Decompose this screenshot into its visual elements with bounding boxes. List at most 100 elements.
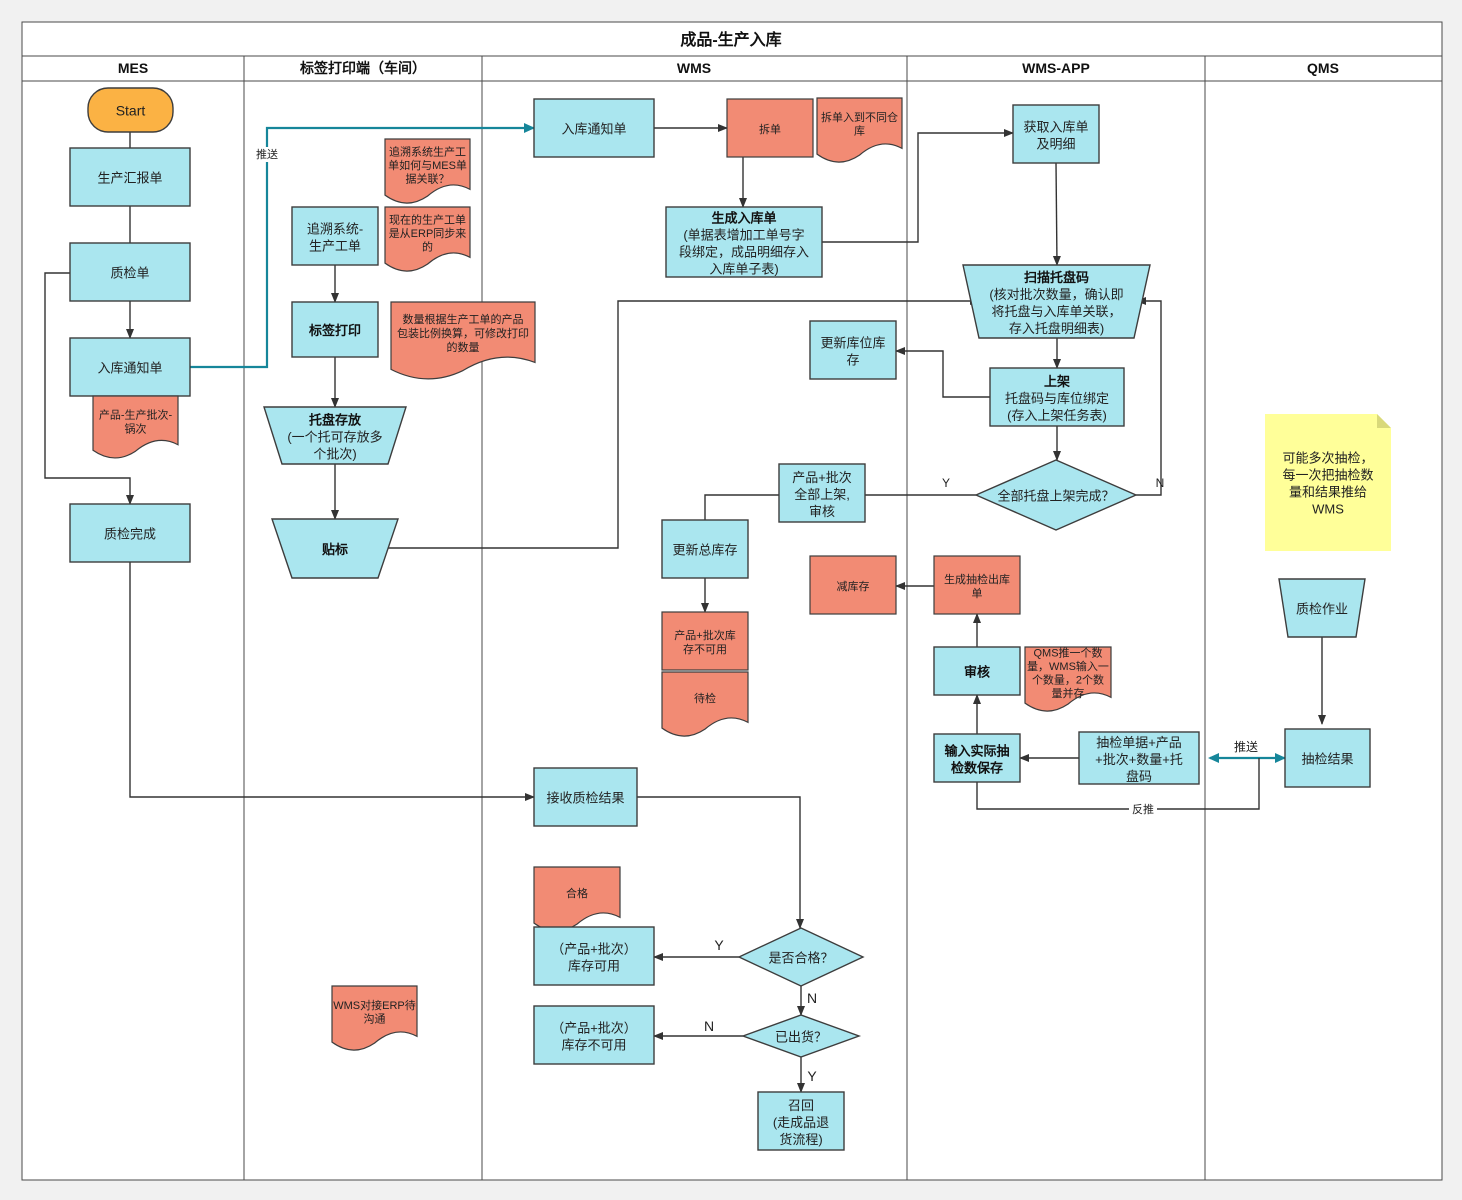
lane-header-wms-app: WMS-APP bbox=[1022, 60, 1090, 76]
shipped bbox=[740, 1014, 862, 1058]
gen-sample-out bbox=[933, 555, 1021, 615]
pool-background bbox=[22, 22, 1442, 1180]
note-split-label: 拆单入到不同仓库 bbox=[821, 110, 898, 138]
scan-pallet-label: 扫描托盘码(核对批次数量，确认即将托盘与入库单关联，存入托盘明细表) bbox=[989, 270, 1123, 336]
connector bbox=[44, 272, 134, 505]
pool-frame bbox=[21, 21, 1443, 1181]
all-shelved-label: 全部托盘上架完成？ bbox=[997, 489, 1114, 504]
note-pending-label: 待检 bbox=[694, 691, 716, 705]
mes-inbound-notice-label: 入库通知单 bbox=[97, 361, 162, 376]
trace-wo-label: 追溯系统-生产工单 bbox=[307, 221, 363, 253]
connector bbox=[129, 562, 535, 801]
note-qms-push-label: QMS推一个数量，WMS输入一个数量，2个数量并存 bbox=[1027, 646, 1109, 701]
diagram-title: 成品-生产入库 bbox=[680, 30, 781, 49]
edge-label-push-2: 推送 bbox=[1234, 739, 1258, 754]
input-sample-label: 输入实际抽检数保存 bbox=[944, 743, 1009, 775]
qc-order bbox=[69, 242, 191, 302]
note-trace-mes bbox=[384, 138, 471, 204]
connector bbox=[704, 494, 779, 520]
note-erp-sync bbox=[384, 206, 471, 272]
labeling-label: 贴标 bbox=[322, 542, 348, 557]
lane-header-label-print: 标签打印端（车间） bbox=[299, 60, 426, 76]
split bbox=[726, 98, 814, 158]
edge-label-n-shelved: N bbox=[1156, 476, 1165, 490]
connector bbox=[1136, 297, 1162, 496]
lane-header-mes: MES bbox=[118, 60, 148, 76]
recall bbox=[757, 1091, 845, 1151]
gen-sample-out-label: 生成抽检出库单 bbox=[944, 572, 1010, 600]
qc-done-label: 质检完成 bbox=[104, 527, 156, 542]
scan-pallet bbox=[962, 264, 1151, 339]
connector bbox=[895, 347, 990, 398]
wms-inbound-notice-label: 入库通知单 bbox=[561, 122, 626, 137]
note-qms-push bbox=[1024, 646, 1112, 712]
mes-note-batch-label: 产品-生产批次-锅次 bbox=[99, 407, 173, 435]
gen-inbound-label: 生成入库单(单据表增加工单号字段绑定，成品明细存入入库单子表) bbox=[679, 210, 809, 276]
receive-qc-label: 接收质检结果 bbox=[546, 791, 624, 806]
stock-unavailable-label: （产品+批次）库存不可用 bbox=[551, 1020, 637, 1052]
shelve bbox=[989, 367, 1125, 427]
prod-report bbox=[69, 147, 191, 207]
split-label: 拆单 bbox=[759, 122, 781, 136]
connector bbox=[976, 758, 1260, 810]
is-qualified-label: 是否合格？ bbox=[768, 951, 833, 966]
edge-label-y-shipped: Y bbox=[807, 1068, 817, 1084]
is-qualified bbox=[737, 927, 865, 987]
audit-label: 审核 bbox=[964, 665, 990, 680]
update-loc-stock-label: 更新库位库存 bbox=[820, 335, 885, 367]
sample-result bbox=[1284, 728, 1371, 788]
edge-label-feedback: 反推 bbox=[1132, 802, 1154, 816]
receive-qc bbox=[533, 767, 638, 827]
edge-label-y-shelved: Y bbox=[942, 476, 950, 490]
edge-label-bg bbox=[1129, 802, 1157, 817]
note-qty-convert-label: 数量根据生产工单的产品包装比例换算，可修改打印的数量 bbox=[397, 312, 529, 354]
edge-label-n-qualified: N bbox=[807, 990, 817, 1006]
connector bbox=[637, 796, 804, 929]
sticky-fold bbox=[1377, 414, 1391, 428]
note-erp-sync-label: 现在的生产工单是从ERP同步来的 bbox=[389, 212, 467, 253]
wms-inbound-notice bbox=[533, 98, 655, 158]
prod-batch-shelved bbox=[778, 463, 866, 523]
start-label: Start bbox=[116, 103, 146, 119]
note-pending bbox=[661, 671, 749, 737]
prod-report-label: 生产汇报单 bbox=[97, 171, 162, 186]
qc-order-label: 质检单 bbox=[110, 266, 149, 281]
trace-wo bbox=[291, 206, 379, 266]
update-total-stock-label: 更新总库存 bbox=[672, 543, 737, 558]
note-split bbox=[816, 97, 903, 163]
gen-inbound bbox=[665, 206, 823, 278]
note-qty-convert bbox=[390, 301, 536, 380]
lane-header-qms: QMS bbox=[1307, 60, 1339, 76]
edge-label-bg bbox=[253, 147, 281, 162]
label-print-label: 标签打印 bbox=[308, 323, 361, 338]
update-loc-stock bbox=[809, 320, 897, 380]
lane-header-wms: WMS bbox=[677, 60, 711, 76]
label-print bbox=[291, 301, 379, 358]
pallet-store-label: 托盘存放(一个托可存放多个批次) bbox=[287, 412, 382, 461]
stock-available bbox=[533, 926, 655, 986]
pallet-store bbox=[263, 406, 407, 465]
get-inbound bbox=[1012, 104, 1100, 164]
shipped-label: 已出货？ bbox=[775, 1030, 827, 1045]
connector bbox=[388, 297, 980, 549]
reduce-stock bbox=[809, 555, 897, 615]
input-sample bbox=[933, 733, 1021, 783]
prod-batch-shelved-label: 产品+批次全部上架,审核 bbox=[792, 470, 852, 519]
connector bbox=[190, 123, 535, 369]
note-erp-comm bbox=[331, 985, 418, 1051]
note-trace-mes-label: 追溯系统生产工单如何与MES单据关联？ bbox=[388, 144, 467, 185]
connector bbox=[1052, 162, 1061, 266]
note-erp-comm-label: WMS对接ERP待沟通 bbox=[333, 998, 416, 1026]
connector bbox=[822, 129, 1014, 243]
mes-inbound-notice bbox=[69, 337, 191, 397]
all-shelved bbox=[974, 459, 1138, 531]
note-unavailable bbox=[661, 611, 749, 671]
sample-result-label: 抽检结果 bbox=[1301, 752, 1353, 767]
note-qualified-label: 合格 bbox=[566, 886, 588, 900]
sample-info-label: 抽检单据+产品+批次+数量+托盘码 bbox=[1095, 735, 1183, 784]
labeling bbox=[271, 518, 399, 579]
start-terminal bbox=[87, 87, 174, 133]
stock-unavailable bbox=[533, 1005, 655, 1065]
